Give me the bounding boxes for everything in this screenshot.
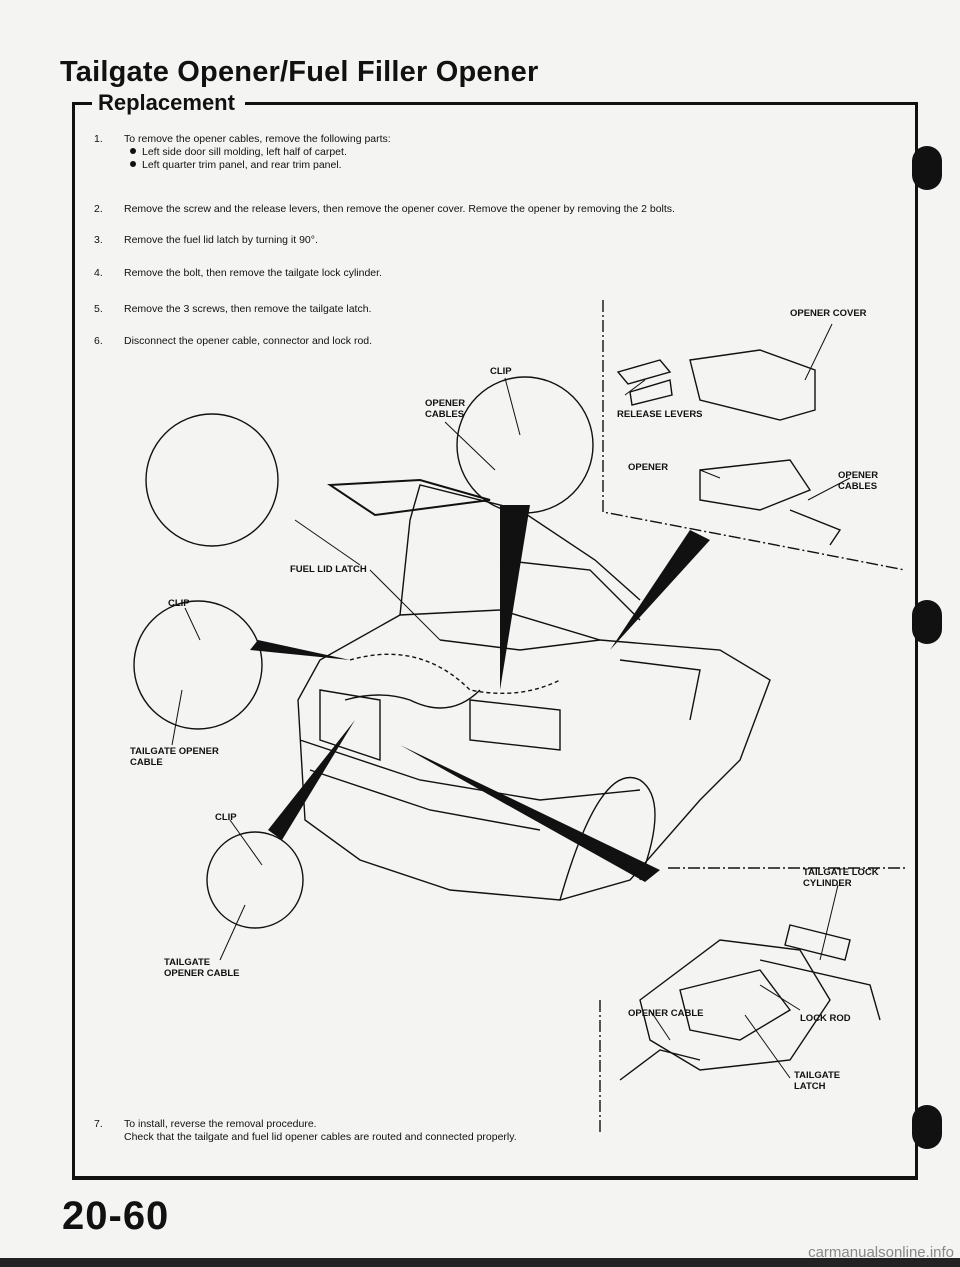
opener-assembly xyxy=(616,349,842,546)
page-tab-marker xyxy=(912,600,942,644)
bullet-icon xyxy=(130,161,136,167)
page-title: Tailgate Opener/Fuel Filler Opener xyxy=(60,56,539,88)
step-5: 5.Remove the 3 screws, then remove the t… xyxy=(94,303,372,315)
pointer-wedges xyxy=(250,505,710,882)
label-tailgate-opener-cable: TAILGATE OPENER CABLE xyxy=(130,746,219,768)
label-fuel-lid-latch: FUEL LID LATCH xyxy=(290,564,367,575)
label-opener-cover: OPENER COVER xyxy=(790,308,867,319)
bullet-item: Left quarter trim panel, and rear trim p… xyxy=(94,159,342,172)
step-3: 3.Remove the fuel lid latch by turning i… xyxy=(94,234,318,246)
label-tailgate-lock-cylinder: TAILGATE LOCK CYLINDER xyxy=(803,867,879,889)
step-7: 7.To install, reverse the removal proced… xyxy=(94,1118,317,1130)
label-opener-cable: OPENER CABLE xyxy=(628,1008,704,1019)
label-lock-rod: LOCK ROD xyxy=(800,1013,851,1024)
label-clip-top: CLIP xyxy=(490,366,512,377)
leader-lines xyxy=(171,323,851,1079)
page-tab-marker xyxy=(912,1105,942,1149)
section-heading: Replacement xyxy=(92,90,245,116)
label-tailgate-latch: TAILGATE LATCH xyxy=(794,1070,841,1092)
page-tab-marker xyxy=(912,146,942,190)
label-tailgate-opener-cable-lower: TAILGATE OPENER CABLE xyxy=(164,957,240,979)
detail-circle-clip-left xyxy=(133,600,263,730)
cable-route xyxy=(349,653,561,694)
tailgate-latch-assembly xyxy=(619,924,881,1081)
section-frame xyxy=(72,102,918,1180)
car-body-outline xyxy=(297,478,771,901)
page-number: 20-60 xyxy=(62,1194,170,1238)
detail-circle-opener-cables xyxy=(456,376,594,514)
label-opener-cables-top: OPENER CABLES xyxy=(425,398,466,420)
label-clip-lower: CLIP xyxy=(215,812,237,823)
footer-bar xyxy=(0,1258,960,1267)
step-2: 2.Remove the screw and the release lever… xyxy=(94,203,675,215)
step-6: 6.Disconnect the opener cable, connector… xyxy=(94,335,373,347)
detail-circle-clip-lower xyxy=(206,831,304,929)
step-4: 4.Remove the bolt, then remove the tailg… xyxy=(94,267,382,279)
step-1: 1.To remove the opener cables, remove th… xyxy=(94,133,391,145)
watermark: carmanualsonline.info xyxy=(808,1244,954,1261)
bullet-icon xyxy=(130,148,136,154)
step-7-note: Check that the tailgate and fuel lid ope… xyxy=(124,1131,517,1143)
label-release-levers: RELEASE LEVERS xyxy=(617,409,703,420)
label-opener: OPENER xyxy=(628,462,669,473)
inset-frame-top-right xyxy=(602,300,906,571)
label-opener-cables-right: OPENER CABLES xyxy=(838,470,879,492)
label-clip-left: CLIP xyxy=(168,598,190,609)
detail-circle-fuel-lid-latch xyxy=(145,413,279,547)
bullet-item: Left side door sill molding, left half o… xyxy=(94,146,347,159)
